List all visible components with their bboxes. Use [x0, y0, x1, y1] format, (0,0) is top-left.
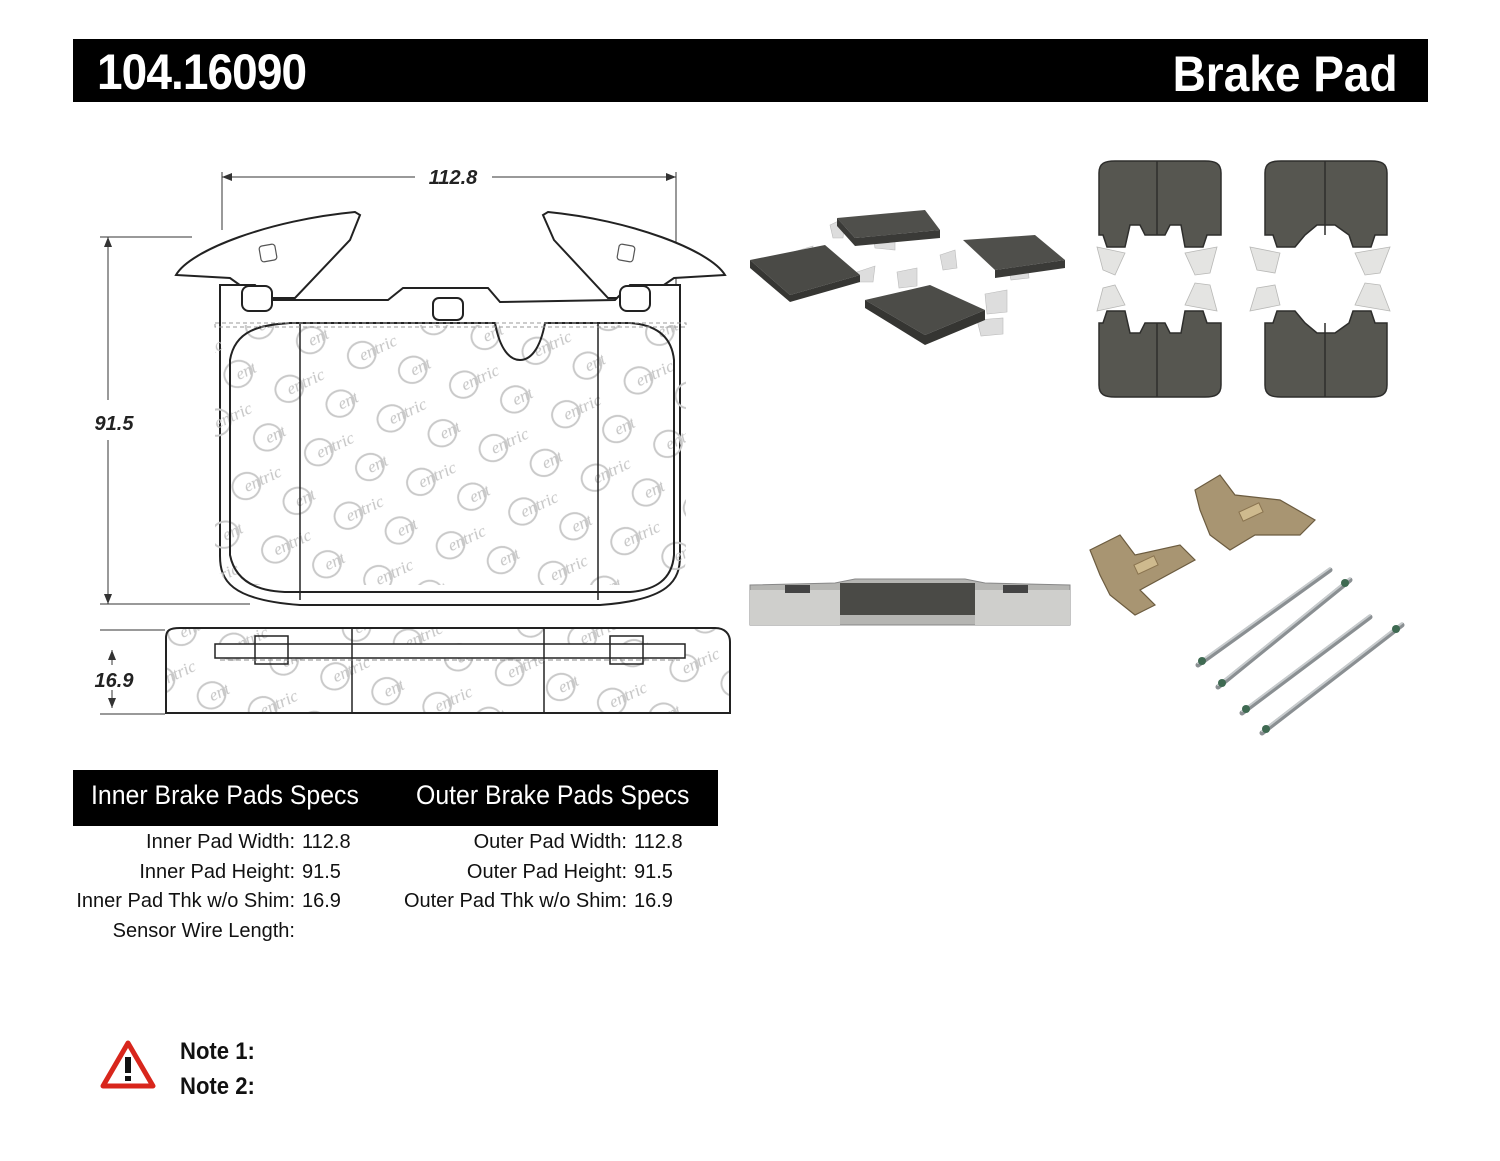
inner-pad-width-label: Inner Pad Width:: [146, 831, 295, 853]
inner-specs-heading: Inner Brake Pads Specs: [91, 780, 359, 810]
outer-pad-thickness-value: 16.9: [634, 890, 673, 912]
inner-pad-width-value: 112.8: [302, 831, 351, 853]
outer-pad-width-row: Outer Pad Width:: [380, 831, 627, 859]
note-2: Note 2:: [180, 1073, 255, 1100]
inner-pad-height-label: Inner Pad Height:: [139, 861, 295, 883]
inner-pad-thickness-label: Inner Pad Thk w/o Shim:: [76, 890, 295, 912]
outer-pad-height-value: 91.5: [634, 861, 673, 883]
outer-pad-height-label: Outer Pad Height:: [466, 861, 627, 883]
brake-pad-set-isometric-photo: [750, 210, 1065, 345]
inner-pad-height-row: Inner Pad Height:: [73, 861, 295, 889]
outer-pad-width-value: 112.8: [634, 831, 683, 853]
document-title: Brake Pad: [1172, 46, 1398, 102]
part-number: 104.16090: [97, 44, 307, 100]
inner-pad-thickness-row: Inner Pad Thk w/o Shim:: [73, 890, 295, 918]
inner-pad-height-value: 91.5: [302, 861, 341, 883]
sensor-wire-length-label: Sensor Wire Length:: [112, 920, 295, 942]
outer-specs-heading: Outer Brake Pads Specs: [416, 780, 690, 810]
sensor-wire-length-row: Sensor Wire Length:: [73, 920, 295, 948]
brake-pad-side-profile-photo: [749, 578, 1071, 626]
height-dimension: 91.5: [95, 413, 135, 435]
notes-section: Note 1: Note 2:: [100, 1038, 400, 1118]
hardware-kit-photo: [1089, 474, 1405, 736]
header-bar: 104.16090 Brake Pad: [73, 39, 1428, 102]
width-dimension: 112.8: [429, 167, 478, 189]
brake-pad-technical-drawing: entric entric 112.8 91.5 16.9: [95, 167, 731, 715]
outer-pad-thickness-row: Outer Pad Thk w/o Shim:: [380, 890, 627, 918]
warning-triangle-icon: [100, 1040, 156, 1089]
brake-pad-set-flat-photo: [1096, 160, 1391, 398]
outer-pad-thickness-label: Outer Pad Thk w/o Shim:: [403, 890, 627, 912]
outer-pad-height-row: Outer Pad Height:: [380, 861, 627, 889]
inner-pad-thickness-value: 16.9: [302, 890, 341, 912]
specs-header: Inner Brake Pads Specs Outer Brake Pads …: [73, 770, 718, 826]
note-1: Note 1:: [180, 1038, 255, 1065]
inner-pad-width-row: Inner Pad Width:: [73, 831, 295, 859]
outer-pad-width-label: Outer Pad Width:: [473, 831, 627, 853]
thickness-dimension: 16.9: [95, 670, 135, 692]
